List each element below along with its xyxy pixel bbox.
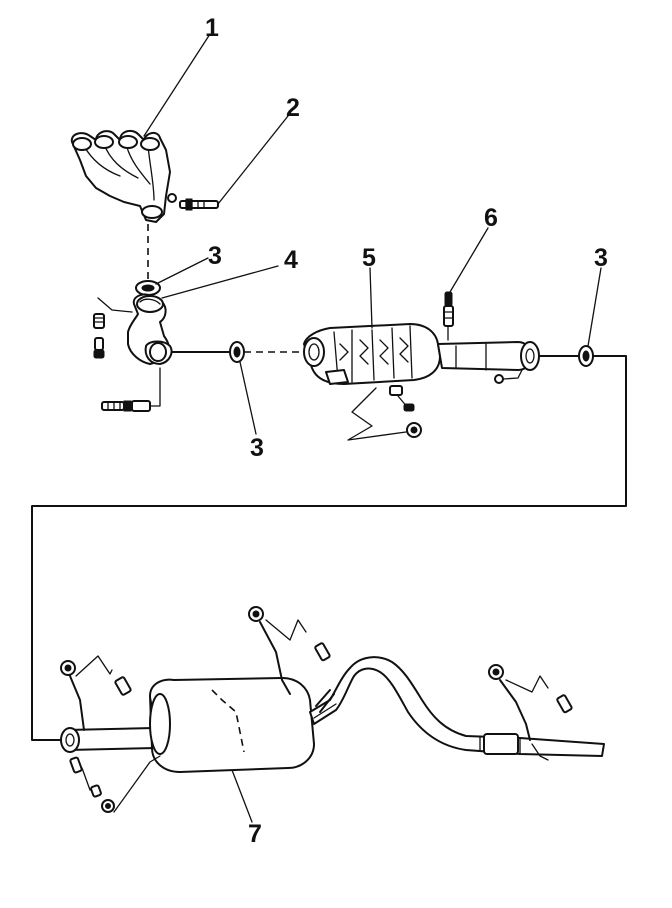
muffler-assembly [60, 656, 605, 773]
front-pipe [97, 293, 173, 365]
callout-4: 4 [284, 246, 298, 274]
exhaust-manifold [70, 129, 177, 223]
oxygen-sensor [443, 291, 454, 341]
callout-3-upper: 3 [208, 242, 222, 270]
manifold-stud [179, 198, 219, 211]
callout-3-right: 3 [594, 244, 608, 272]
front-pipe-fasteners [93, 313, 161, 412]
leader-lines [143, 33, 602, 823]
callout-6: 6 [484, 204, 498, 232]
callout-5: 5 [362, 244, 376, 272]
muffler-hangers [60, 606, 573, 813]
catalytic-converter [303, 323, 540, 385]
converter-bolts [347, 385, 422, 441]
callout-3-middle: 3 [250, 434, 264, 462]
seal-middle [229, 341, 245, 363]
callout-2: 2 [286, 94, 300, 122]
callout-1: 1 [205, 14, 219, 42]
routing-line-to-muffler [31, 355, 627, 741]
seal-right [578, 345, 594, 367]
callout-7: 7 [248, 820, 262, 848]
